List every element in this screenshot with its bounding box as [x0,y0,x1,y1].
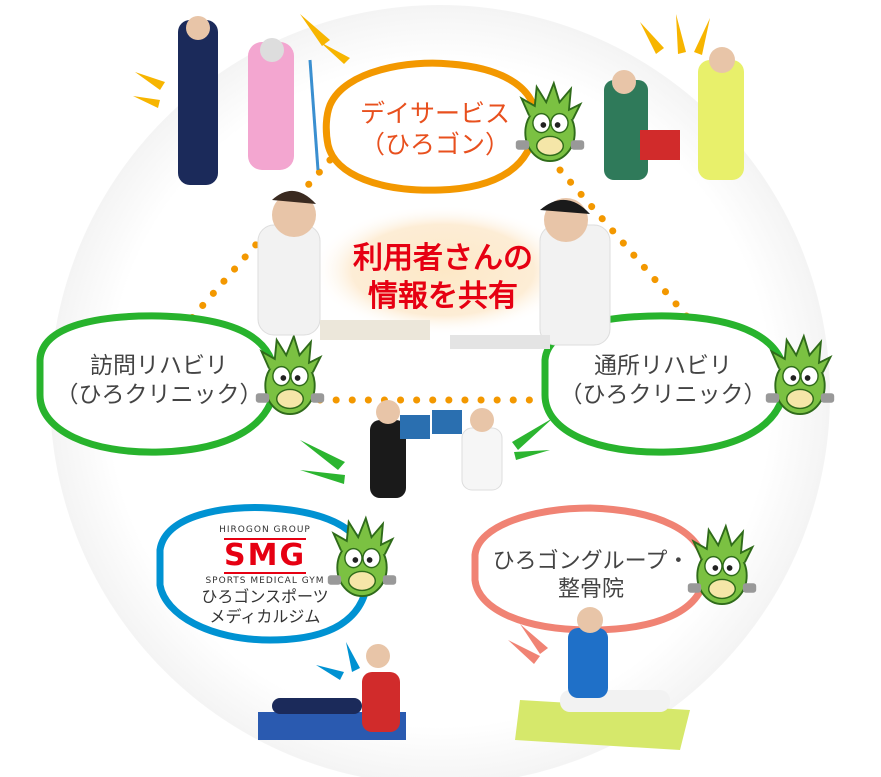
node-visit-line-1: 訪問リハビリ [90,353,228,379]
node-seikotsu-line-2: 整骨院 [557,576,624,602]
photo-exercise-icon [604,47,744,180]
node-dayservice-line-2: （ひろゴン） [359,130,510,160]
photo-gym-icon [258,644,406,740]
center-line-1: 利用者さんの [353,241,533,276]
node-visit-label: 訪問リハビリ （ひろクリニック） [52,352,266,410]
gym-line-2: メディカルジム [209,607,321,626]
photo-monitor-icon [370,400,503,498]
photo-seikotsu-icon [515,607,690,750]
connector-dayservice-outpatient [556,166,694,324]
gym-group-text: HIROGON GROUP [219,525,311,535]
node-seikotsu-line-1: ひろゴングループ・ [492,549,690,574]
gym-sub-text: SPORTS MEDICAL GYM [205,575,325,586]
center-label: 利用者さんの 情報を共有 [318,240,568,315]
node-dayservice-label: デイサービス （ひろゴン） [340,98,530,161]
node-dayservice-outline [322,59,539,194]
node-visit-line-2: （ひろクリニック） [55,381,263,408]
center-line-2: 情報を共有 [368,278,518,314]
node-gym-label: HIROGON GROUP SMG SPORTS MEDICAL GYM ひろゴ… [180,525,350,627]
node-outpatient-label: 通所リハビリ （ひろクリニック） [556,352,770,410]
gym-logo: SMG [224,538,307,574]
node-dayservice-line-1: デイサービス [359,99,510,128]
dotted-connectors [186,156,694,404]
node-seikotsu-label: ひろゴングループ・ 整骨院 [486,548,696,603]
gym-line-1: ひろゴンスポーツ [201,587,329,606]
photo-consult-icon [257,190,611,349]
node-outpatient-line-1: 通所リハビリ [594,353,732,379]
connector-dayservice-visit [186,156,334,324]
node-outpatient-line-2: （ひろクリニック） [559,381,767,408]
photo-walking-icon [178,16,320,185]
burst-accents [133,14,710,680]
center-glow [313,205,573,335]
